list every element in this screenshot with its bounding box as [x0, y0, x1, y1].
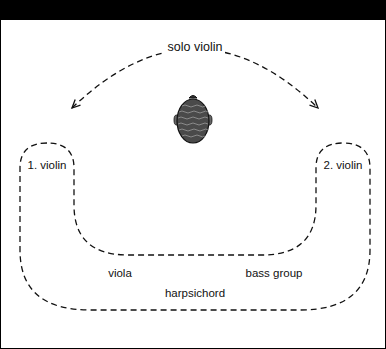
orchestra-region: 1. violin 2. violin viola bass group harpsic…: [14, 130, 378, 316]
listener-head: [174, 96, 212, 144]
section-label: 1. violin: [28, 158, 67, 172]
header-bar: [0, 0, 386, 20]
section-label: 2. violin: [324, 158, 363, 172]
arrow-head: [72, 100, 81, 108]
section-label: bass group: [246, 266, 303, 280]
arrow-head: [310, 100, 319, 108]
soloist-label: solo violin: [165, 40, 226, 55]
section-label: harpsichord: [165, 286, 225, 300]
section-label: viola: [108, 266, 132, 280]
